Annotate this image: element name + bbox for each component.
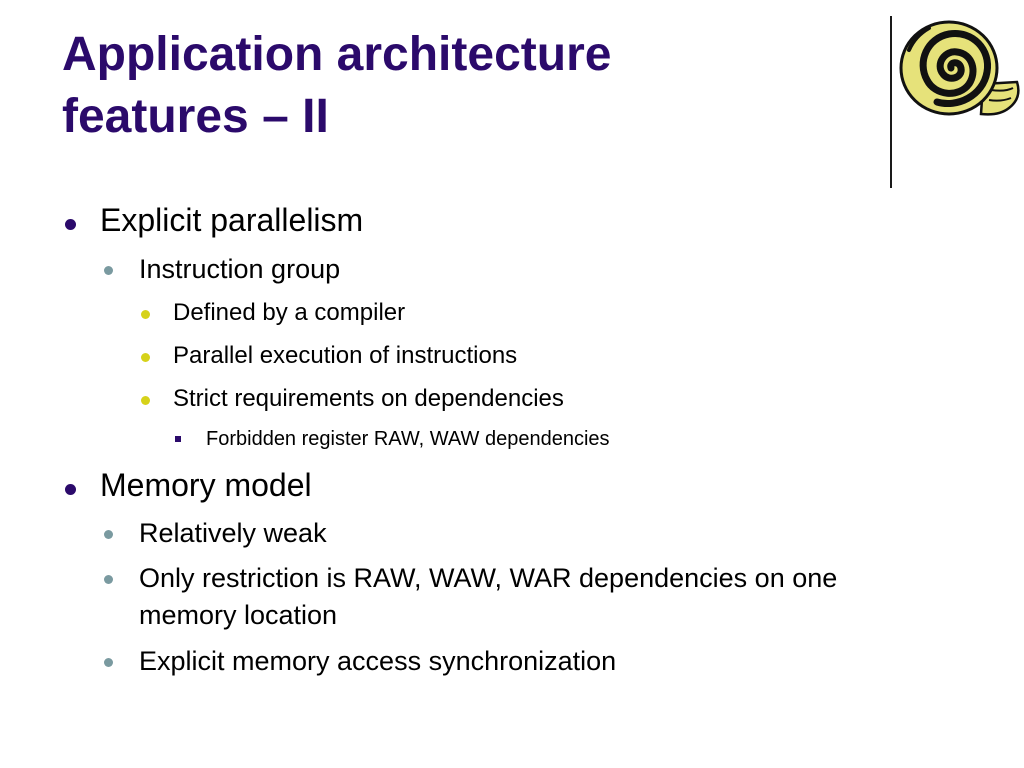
level1-bullet [65,484,76,495]
outline-item-defined-by-compiler: Defined by a compiler [173,299,406,326]
outline-item-strict-requirements: Strict requirements on dependencies [173,385,564,412]
slide-title-line-2: features – II [62,90,329,143]
level2-bullet [104,530,113,539]
outline-item-explicit-memory-access: Explicit memory access synchronization [139,646,617,676]
level3-bullet [141,353,150,362]
outline-item-forbidden-register: Forbidden register RAW, WAW dependencies [206,428,610,450]
vertical-divider [890,16,892,188]
slide-title: Application architecture features – II [62,24,822,148]
level3-bullet [141,396,150,405]
outline-item-relatively-weak: Relatively weak [139,518,327,548]
outline-item-parallel-execution: Parallel execution of instructions [173,342,518,369]
scroll-icon [899,20,1020,116]
level2-bullet [104,266,113,275]
outline-item-memory-model: Memory model [100,467,312,503]
outline-item-instruction-group: Instruction group [139,254,341,284]
level3-bullet [141,310,150,319]
outline-item-only-restriction-line-1: Only restriction is RAW, WAW, WAR depend… [139,563,838,593]
level2-bullet [104,658,113,667]
slide-title-line-1: Application architecture [62,28,612,81]
level2-bullet [104,575,113,584]
outline-item-only-restriction-line-2: memory location [139,600,338,630]
outline-item-explicit-parallelism: Explicit parallelism [100,202,364,238]
level1-bullet [65,219,76,230]
level4-bullet [175,436,181,442]
